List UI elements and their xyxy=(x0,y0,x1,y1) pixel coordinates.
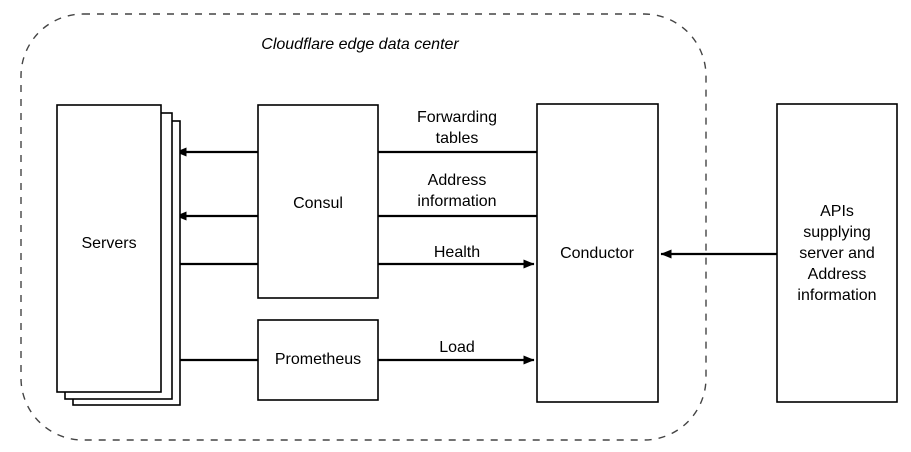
consul-label: Consul xyxy=(293,195,343,212)
apis-label-line-5: information xyxy=(797,287,876,304)
zone-boundary xyxy=(20,13,707,441)
edge-label-load: Load xyxy=(439,339,475,356)
apis-box xyxy=(776,103,898,403)
edge-data-center-zone: Cloudflare edge data center xyxy=(20,13,707,441)
apis-label-line-1: APIs xyxy=(820,203,854,220)
node-conductor[interactable]: Conductor xyxy=(536,103,659,403)
node-prometheus[interactable]: Prometheus xyxy=(257,319,379,401)
apis-label-line-2: supplying xyxy=(803,224,871,241)
edge-label-forwarding-tables-line-1: Forwarding xyxy=(417,109,497,126)
node-consul[interactable]: Consul xyxy=(257,104,379,299)
prometheus-box xyxy=(257,319,379,401)
prometheus-label: Prometheus xyxy=(275,351,361,368)
edge-label-health: Health xyxy=(434,244,480,261)
node-apis[interactable]: APIs supplying server and Address inform… xyxy=(776,103,898,403)
apis-label-line-4: Address xyxy=(808,266,867,283)
servers-stack-front xyxy=(56,104,162,393)
consul-box xyxy=(257,104,379,299)
servers-label: Servers xyxy=(81,235,136,252)
node-servers[interactable]: Servers xyxy=(56,104,181,406)
zone-title: Cloudflare edge data center xyxy=(261,36,459,53)
apis-label-line-3: server and xyxy=(799,245,875,262)
conductor-label: Conductor xyxy=(560,245,634,262)
edge-label-address-information-line-2: information xyxy=(417,193,496,210)
conductor-box xyxy=(536,103,659,403)
edge-labels-layer: Forwarding tables Address information He… xyxy=(417,109,497,356)
edge-label-forwarding-tables-line-2: tables xyxy=(436,130,479,147)
edge-label-address-information-line-1: Address xyxy=(428,172,487,189)
